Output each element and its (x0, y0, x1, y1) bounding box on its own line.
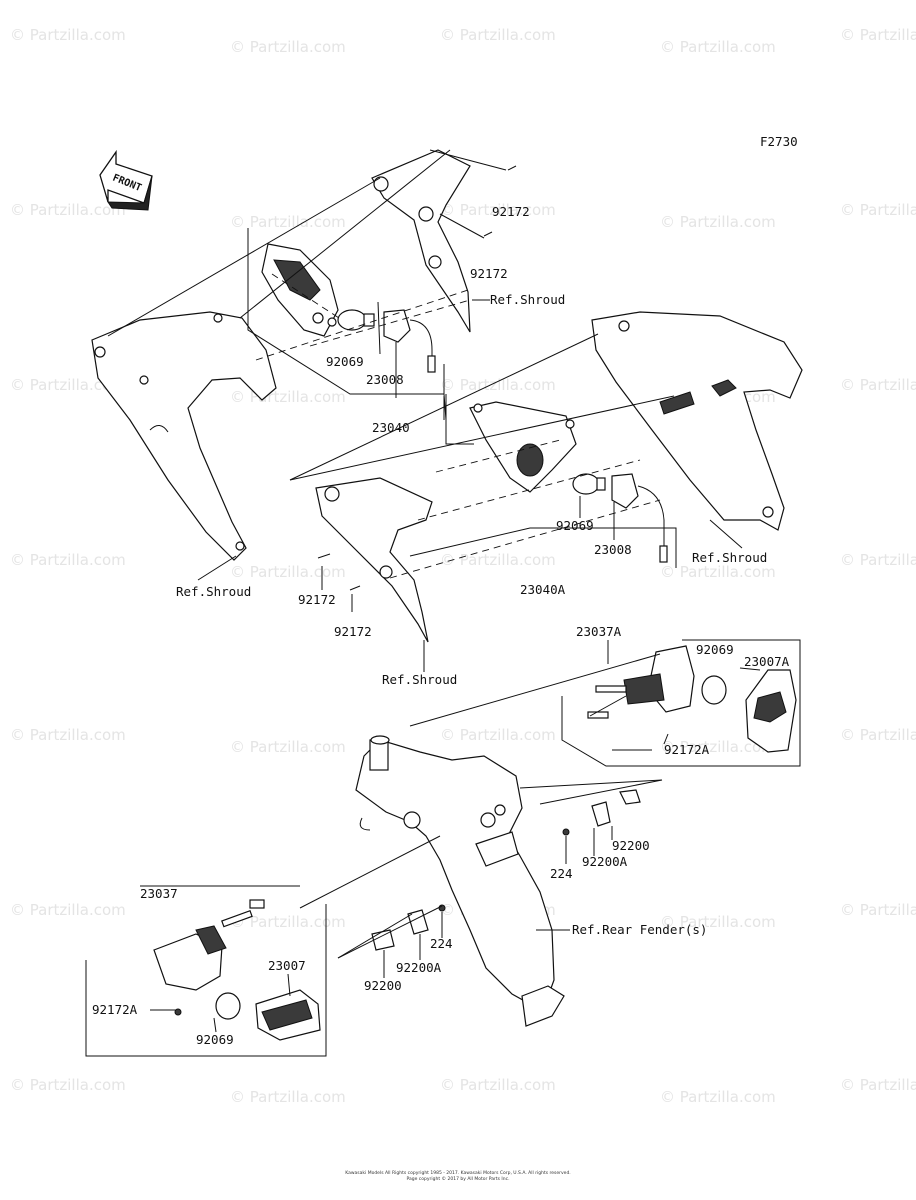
label-92069-upper[interactable]: 92069 (326, 354, 364, 369)
label-92172-d[interactable]: 92172 (334, 624, 372, 639)
front-arrow-icon: FRONT (99, 149, 153, 211)
dashed-guides (255, 273, 661, 579)
watermark-text: © Partzilla.com (660, 563, 776, 581)
center-shroud-bracket (315, 477, 433, 643)
label-92069-rear-right[interactable]: 92069 (696, 642, 734, 657)
right-shroud (591, 311, 803, 531)
watermark-text: © Partzilla.com (440, 26, 556, 44)
watermark-text: © Partzilla.com (840, 1076, 916, 1094)
rear-right-signal (587, 645, 797, 753)
watermark-text: © Partzilla.com (10, 1076, 126, 1094)
part-labels: F2730 92172 92172 Ref.Shroud 92069 23008… (92, 134, 798, 1047)
watermark-text: © Partzilla.com (230, 388, 346, 406)
center-signal-housing (469, 401, 577, 493)
watermark-text: © Partzilla.com (230, 738, 346, 756)
copyright-line-2: Page copyright © 2017 by All Motor Parts… (406, 1175, 509, 1182)
watermark-text: © Partzilla.com (440, 1076, 556, 1094)
label-92172-b[interactable]: 92172 (470, 266, 508, 281)
watermark-text: © Partzilla.com (840, 201, 916, 219)
leader-lines (107, 149, 761, 1033)
label-23040a[interactable]: 23040A (520, 582, 566, 597)
figure-code: F2730 (760, 134, 798, 149)
label-ref-shroud-left[interactable]: Ref.Shroud (176, 584, 251, 599)
label-92200-right[interactable]: 92200 (612, 838, 650, 853)
label-92172a-left[interactable]: 92172A (92, 1002, 138, 1017)
label-23037a[interactable]: 23037A (576, 624, 622, 639)
watermark-text: © Partzilla.com (660, 913, 776, 931)
footer-copyright: Kawasaki Models All Rights copyright 198… (345, 1170, 571, 1182)
watermark-text: © Partzilla.com (660, 38, 776, 56)
label-23008-upper[interactable]: 23008 (366, 372, 404, 387)
label-224-left[interactable]: 224 (430, 936, 453, 951)
watermark-text: © Partzilla.com (10, 201, 126, 219)
label-ref-shroud-upper[interactable]: Ref.Shroud (490, 292, 565, 307)
label-23008-center[interactable]: 23008 (594, 542, 632, 557)
label-23007[interactable]: 23007 (268, 958, 306, 973)
label-92172-a[interactable]: 92172 (492, 204, 530, 219)
watermark-text: © Partzilla.com (840, 551, 916, 569)
label-92069-center[interactable]: 92069 (556, 518, 594, 533)
watermark-text: © Partzilla.com (230, 563, 346, 581)
watermark-text: © Partzilla.com (440, 376, 556, 394)
watermark-text: © Partzilla.com (840, 901, 916, 919)
watermark-text: © Partzilla.com (230, 913, 346, 931)
label-23037[interactable]: 23037 (140, 886, 178, 901)
watermark-text: © Partzilla.com (10, 726, 126, 744)
copyright-line-1: Kawasaki Models All Rights copyright 198… (345, 1170, 571, 1176)
watermark-text: © Partzilla.com (440, 201, 556, 219)
label-92200-left[interactable]: 92200 (364, 978, 402, 993)
watermark-text: © Partzilla.com (440, 726, 556, 744)
watermark-text: © Partzilla.com (840, 726, 916, 744)
label-224-right[interactable]: 224 (550, 866, 573, 881)
rear-fender (355, 735, 565, 1027)
label-92200a-right[interactable]: 92200A (582, 854, 628, 869)
label-92069-rear-left[interactable]: 92069 (196, 1032, 234, 1047)
rear-mount-plates-right (562, 789, 641, 836)
label-92172a-right[interactable]: 92172A (664, 742, 710, 757)
label-23007a[interactable]: 23007A (744, 654, 790, 669)
label-92200a-left[interactable]: 92200A (396, 960, 442, 975)
watermark-text: © Partzilla.com (10, 26, 126, 44)
watermark-text: © Partzilla.com (10, 376, 126, 394)
label-92172-c[interactable]: 92172 (298, 592, 336, 607)
rear-left-signal (153, 899, 321, 1041)
watermark-text: © Partzilla.com (660, 213, 776, 231)
watermark-text: © Partzilla.com (230, 213, 346, 231)
screws (317, 165, 669, 745)
label-23040[interactable]: 23040 (372, 420, 410, 435)
upper-signal-housing (261, 243, 339, 337)
label-ref-rear-fender[interactable]: Ref.Rear Fender(s) (572, 922, 707, 937)
label-ref-shroud-right[interactable]: Ref.Shroud (692, 550, 767, 565)
upper-shroud-bracket (371, 149, 471, 333)
label-ref-shroud-center[interactable]: Ref.Shroud (382, 672, 457, 687)
watermark-text: © Partzilla.com (660, 738, 776, 756)
watermark-text: © Partzilla.com (10, 551, 126, 569)
watermark-text: © Partzilla.com (230, 38, 346, 56)
watermark-text: © Partzilla.com (230, 1088, 346, 1106)
center-bulb-socket (572, 473, 668, 563)
watermark-text: © Partzilla.com (440, 551, 556, 569)
watermark-text: © Partzilla.com (10, 901, 126, 919)
left-shroud (91, 311, 277, 561)
watermark-text: © Partzilla.com (660, 1088, 776, 1106)
assembly-outlines (85, 228, 801, 1057)
upper-bulb-socket (337, 309, 436, 373)
watermark-text: © Partzilla.com (840, 376, 916, 394)
watermark-text: © Partzilla.com (840, 26, 916, 44)
